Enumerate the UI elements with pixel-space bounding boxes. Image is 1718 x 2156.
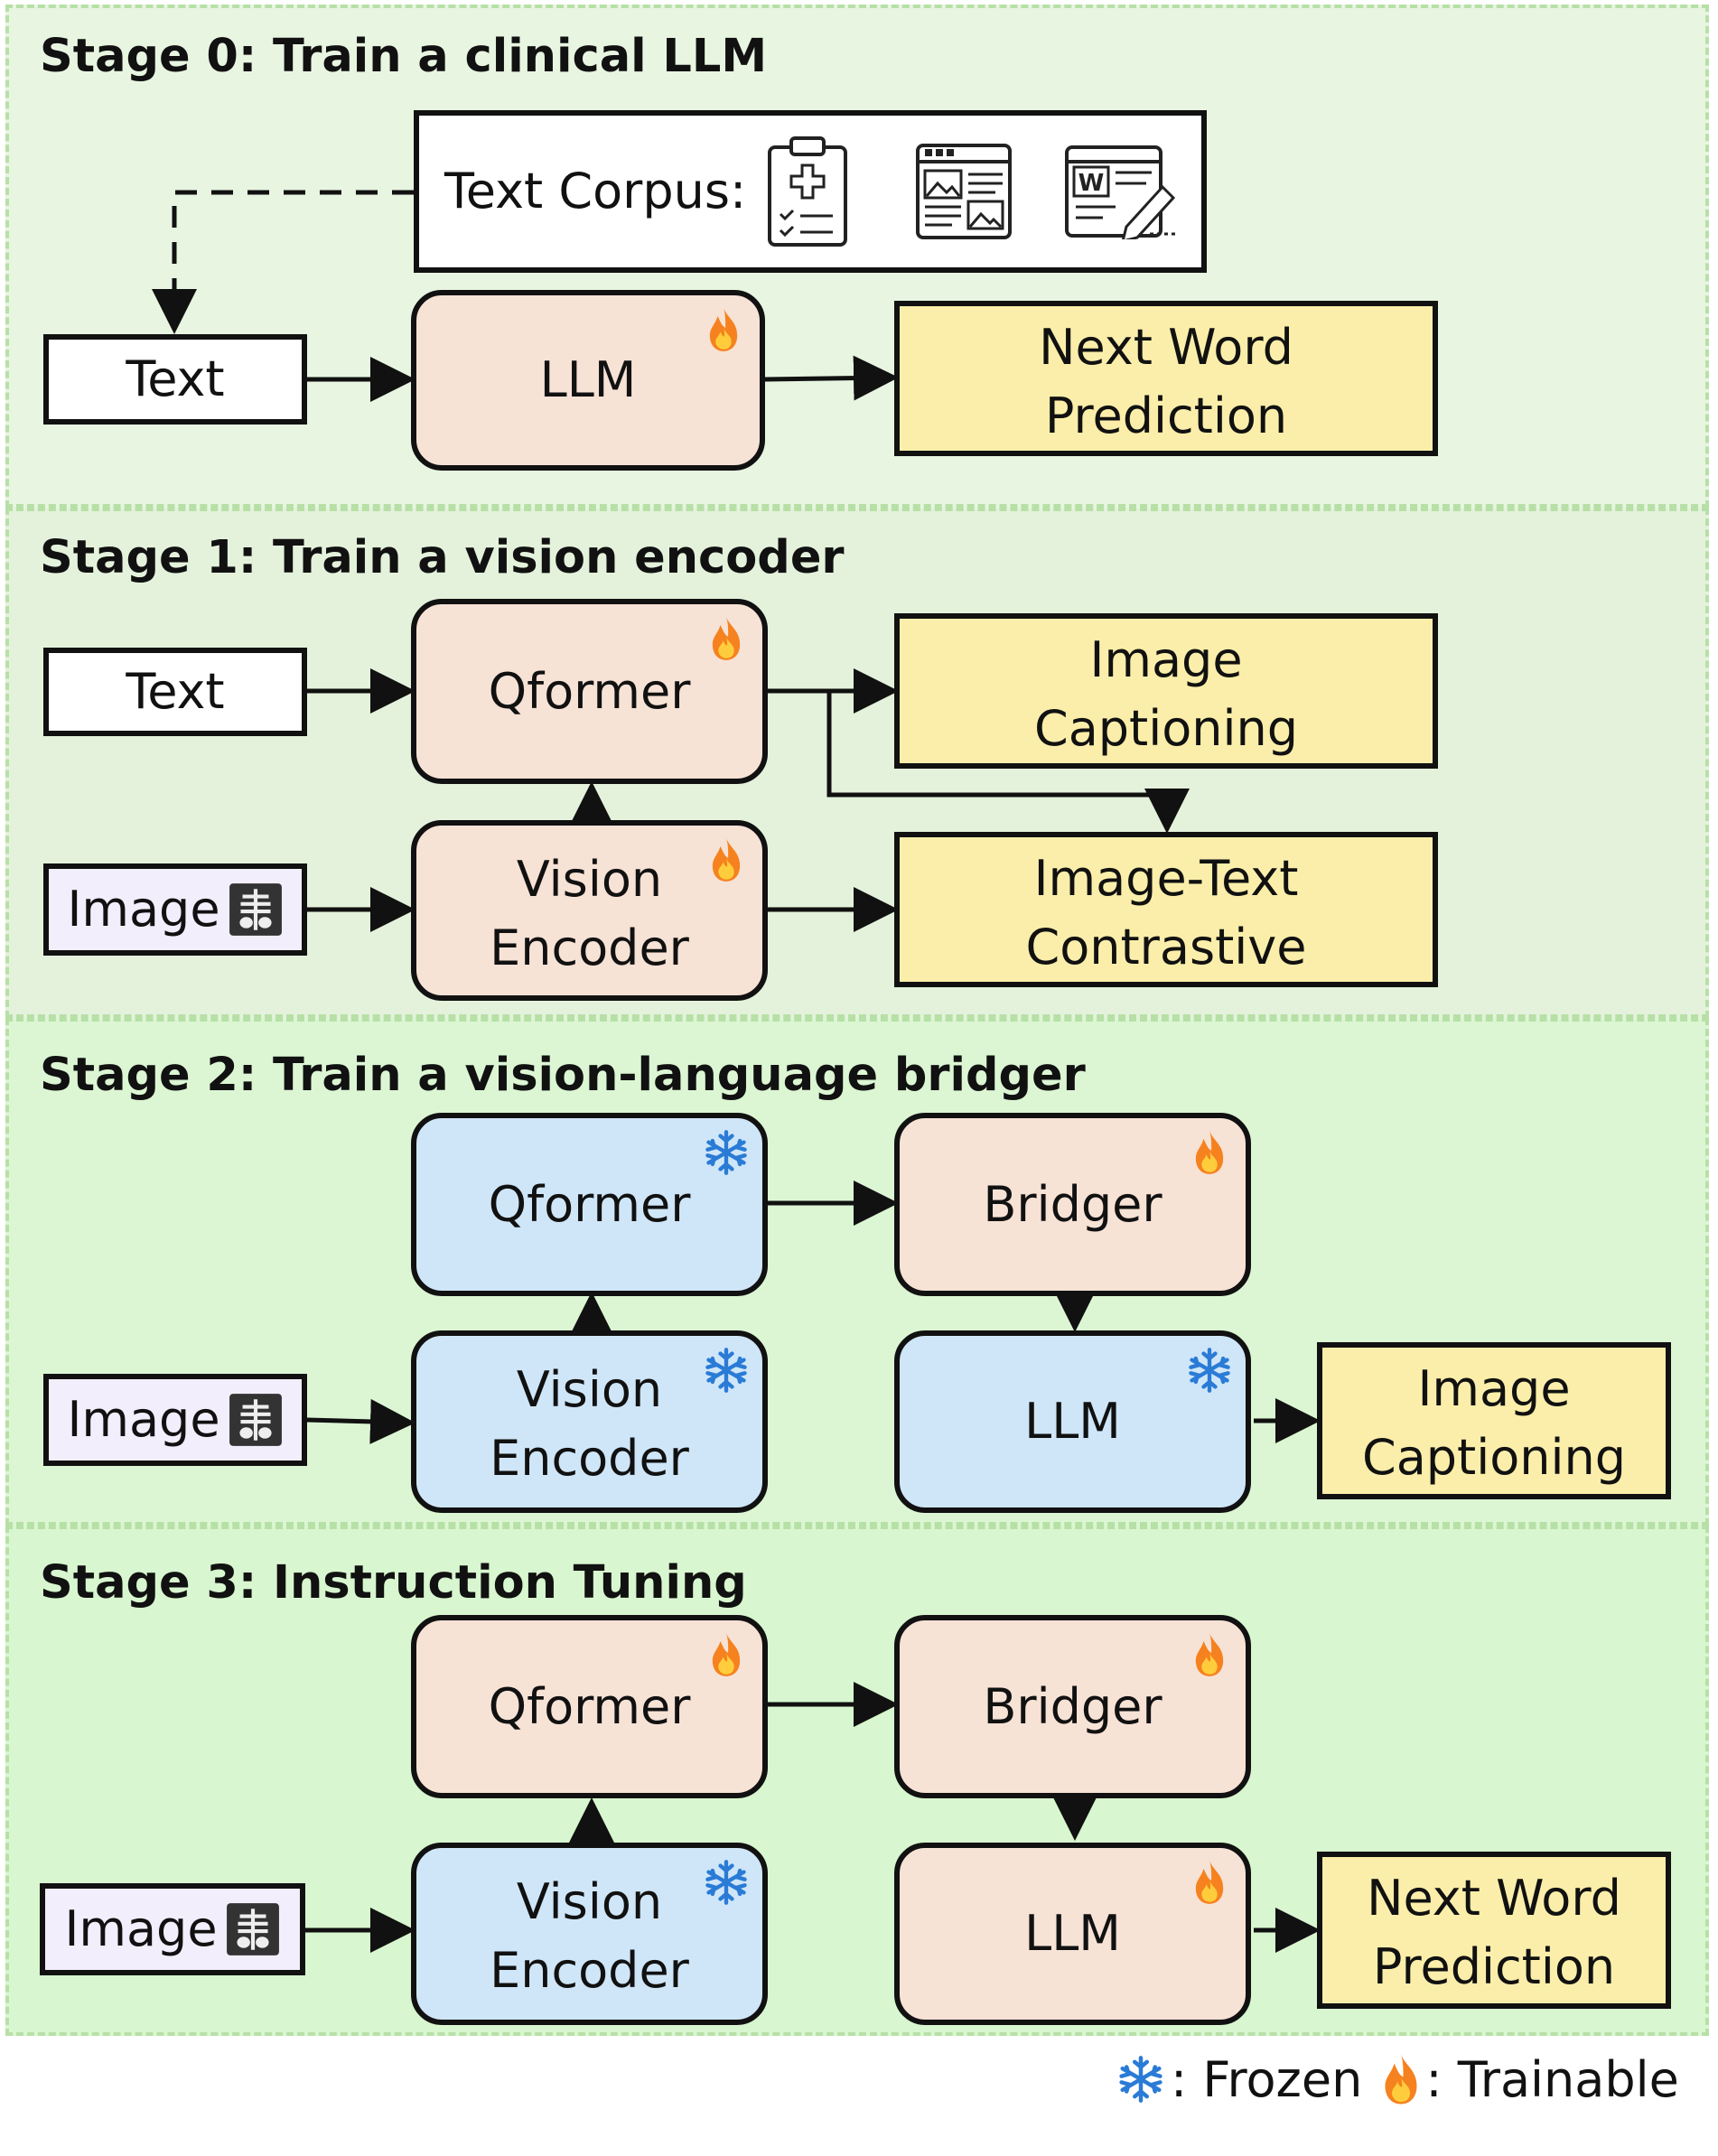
stage-0-title: Stage 0: Train a clinical LLM bbox=[40, 30, 768, 83]
flame-icon bbox=[712, 1633, 741, 1676]
stage3-qformer-block: Qformer bbox=[411, 1615, 768, 1798]
stage0-next-word-task: Next Word Prediction bbox=[894, 301, 1438, 456]
vision-encoder-line-2: Encoder bbox=[490, 1429, 689, 1487]
stage1-image-input: Image bbox=[43, 863, 307, 956]
stage1-vision-encoder-block: Vision Encoder bbox=[411, 820, 768, 1001]
task-line-2: Contrastive bbox=[1025, 918, 1307, 975]
stage2-llm-block: LLM bbox=[894, 1330, 1251, 1513]
xray-icon bbox=[226, 1903, 279, 1955]
flame-icon bbox=[712, 617, 741, 660]
corpus-to-text-arrow bbox=[152, 190, 414, 334]
stage1-text-input: Text bbox=[43, 648, 307, 736]
task-line-2: Prediction bbox=[1044, 387, 1288, 444]
svg-text:W: W bbox=[1078, 170, 1105, 197]
stage3-llm-block: LLM bbox=[894, 1843, 1251, 2025]
stage-3-title: Stage 3: Instruction Tuning bbox=[40, 1556, 747, 1610]
flame-icon bbox=[1195, 1131, 1224, 1174]
document-with-images-icon bbox=[916, 144, 1013, 239]
snowflake-icon bbox=[705, 1348, 747, 1393]
snowflake-icon bbox=[1119, 2056, 1162, 2103]
stage2-vision-encoder-block: Vision Encoder bbox=[411, 1330, 768, 1513]
stage1-captioning-task: Image Captioning bbox=[894, 613, 1438, 769]
text-corpus-box: Text Corpus: W bbox=[414, 110, 1207, 273]
stage3-bridger-block: Bridger bbox=[894, 1615, 1251, 1798]
snowflake-icon bbox=[1189, 1348, 1230, 1393]
flame-icon bbox=[1385, 2054, 1417, 2105]
llm-label: LLM bbox=[1024, 1393, 1121, 1451]
flame-icon bbox=[1195, 1861, 1224, 1904]
image-input-label: Image bbox=[64, 1900, 218, 1958]
stage0-llm-label: LLM bbox=[539, 351, 637, 409]
stage-2-title: Stage 2: Train a vision-language bridger bbox=[40, 1049, 1086, 1102]
qformer-label: Qformer bbox=[488, 1677, 691, 1735]
legend: : Frozen : Trainable bbox=[1116, 2043, 1679, 2115]
task-line-2: Captioning bbox=[1361, 1428, 1627, 1486]
task-line-1: Image bbox=[1089, 631, 1243, 688]
stage2-image-input: Image bbox=[43, 1374, 307, 1466]
text-corpus-label: Text Corpus: bbox=[444, 163, 747, 220]
s1-qformer-to-contrastive-arrow bbox=[826, 691, 1190, 834]
bridger-label: Bridger bbox=[983, 1175, 1162, 1233]
legend-trainable-label: : Trainable bbox=[1425, 2050, 1679, 2108]
task-line-2: Captioning bbox=[1033, 699, 1299, 757]
stage3-next-word-task: Next Word Prediction bbox=[1317, 1852, 1671, 2009]
stage-1-title: Stage 1: Train a vision encoder bbox=[40, 531, 845, 584]
word-document-edit-icon: W bbox=[1065, 145, 1178, 239]
flame-icon bbox=[712, 838, 741, 882]
llm-label: LLM bbox=[1024, 1905, 1121, 1963]
xray-icon bbox=[229, 883, 282, 936]
task-line-1: Next Word bbox=[1039, 319, 1293, 376]
flame-icon bbox=[709, 308, 738, 351]
vision-encoder-line-1: Vision bbox=[516, 1873, 663, 1930]
task-line-2: Prediction bbox=[1372, 1937, 1616, 1995]
vision-encoder-line-2: Encoder bbox=[490, 1941, 689, 1999]
task-line-1: Image-Text bbox=[1033, 850, 1299, 907]
vision-encoder-line-1: Vision bbox=[516, 1361, 663, 1418]
stage0-text-input: Text bbox=[43, 334, 307, 425]
task-line-1: Image bbox=[1417, 1360, 1571, 1417]
stage2-captioning-task: Image Captioning bbox=[1317, 1342, 1671, 1499]
bridger-label: Bridger bbox=[983, 1677, 1162, 1735]
stage1-contrastive-task: Image-Text Contrastive bbox=[894, 832, 1438, 987]
legend-frozen-label: : Frozen bbox=[1171, 2050, 1363, 2108]
xray-icon bbox=[229, 1394, 282, 1446]
vision-encoder-line-2: Encoder bbox=[490, 919, 689, 976]
snowflake-icon bbox=[705, 1130, 747, 1175]
qformer-label: Qformer bbox=[488, 662, 691, 720]
image-input-label: Image bbox=[67, 1391, 220, 1449]
stage2-bridger-block: Bridger bbox=[894, 1113, 1251, 1296]
clinical-clipboard-icon bbox=[768, 136, 848, 247]
llm-to-task-arrow bbox=[764, 355, 899, 401]
image-input-label: Image bbox=[67, 881, 220, 938]
flame-icon bbox=[1195, 1633, 1224, 1676]
qformer-label: Qformer bbox=[488, 1175, 691, 1233]
vision-encoder-line-1: Vision bbox=[516, 851, 663, 908]
stage0-llm-block: LLM bbox=[411, 290, 765, 471]
stage1-qformer-block: Qformer bbox=[411, 599, 768, 784]
s2-image-to-encoder-arrow bbox=[306, 1398, 415, 1444]
stage3-image-input: Image bbox=[40, 1883, 305, 1975]
task-line-1: Next Word bbox=[1367, 1870, 1621, 1927]
stage3-vision-encoder-block: Vision Encoder bbox=[411, 1843, 768, 2025]
snowflake-icon bbox=[705, 1860, 747, 1905]
stage2-qformer-block: Qformer bbox=[411, 1113, 768, 1296]
